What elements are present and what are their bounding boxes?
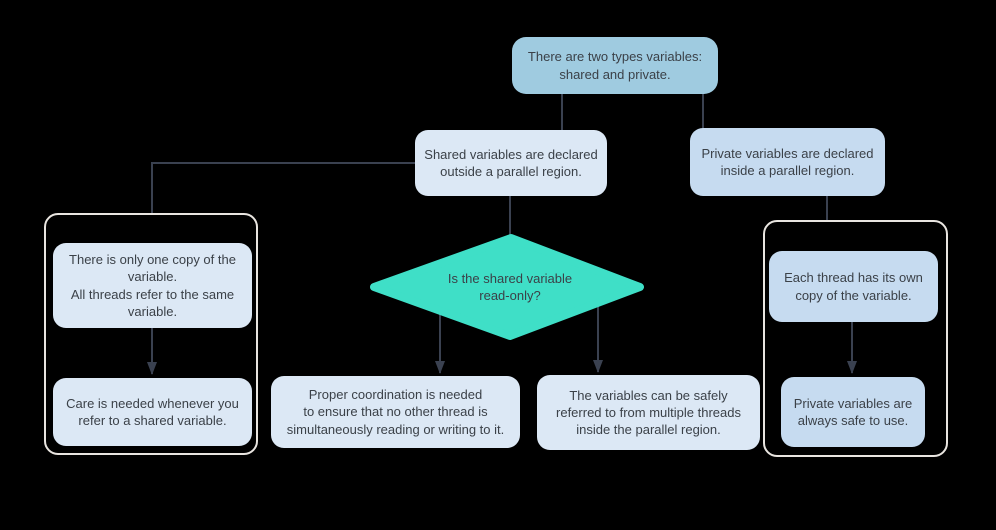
node-private-safe: Private variables are always safe to use…	[781, 377, 925, 447]
node-shared-care: Care is needed whenever you refer to a s…	[53, 378, 252, 446]
node-shared-copy: There is only one copy of the variable. …	[53, 243, 252, 328]
node-coordination: Proper coordination is needed to ensure …	[271, 376, 520, 448]
node-shared: Shared variables are declared outside a …	[415, 130, 607, 196]
private-group-container	[763, 220, 948, 457]
edge-shared-group	[151, 162, 415, 213]
node-safe-refer: The variables can be safely referred to …	[537, 375, 760, 450]
node-root: There are two types variables: shared an…	[512, 37, 718, 94]
shared-group-container	[44, 213, 258, 455]
node-own-copy: Each thread has its own copy of the vari…	[769, 251, 938, 322]
node-private: Private variables are declared inside a …	[690, 128, 885, 196]
decision-diamond	[370, 234, 644, 340]
node-decision-label: Is the shared variable read-only?	[447, 270, 573, 303]
